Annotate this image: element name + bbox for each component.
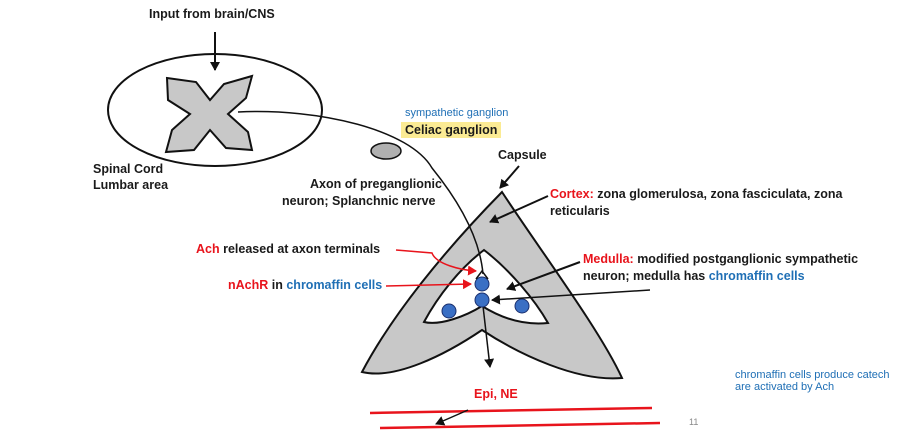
medulla-title: Medulla: xyxy=(583,252,634,266)
celiac-ganglion-node xyxy=(370,142,402,160)
axon-terminal xyxy=(475,269,489,280)
axon-label-line2: neuron; Splanchnic nerve xyxy=(282,194,436,208)
blood-vessel-line-top xyxy=(369,406,653,415)
sympathetic-ganglion-label: sympathetic ganglion xyxy=(405,107,509,119)
cortex-title: Cortex: xyxy=(550,187,594,201)
celiac-ganglion-label: Celiac ganglion xyxy=(401,122,502,139)
nachr-label: nAchR in chromaffin cells xyxy=(228,277,382,294)
medulla-description-2: neuron; medulla has xyxy=(583,269,706,283)
page-number: 11 xyxy=(689,417,699,427)
medulla-label-line2: neuron; medulla has chromaffin cells xyxy=(583,268,805,285)
capsule-arrow xyxy=(499,165,520,189)
ach-arrow xyxy=(395,249,477,276)
medulla-description: modified postganglionic sympathetic xyxy=(637,252,859,266)
nachr-arrow xyxy=(385,279,472,290)
chromaffin-cell xyxy=(514,298,530,314)
lumbar-area-label: Lumbar area xyxy=(93,178,169,192)
nachr-chromaffin: chromaffin cells xyxy=(286,278,383,292)
cortex-label: Cortex: zona glomerulosa, zona fascicula… xyxy=(550,186,842,203)
medulla-chromaffin-arrow xyxy=(491,289,651,305)
note-line1: chromaffin cells produce catech xyxy=(735,369,890,381)
nachr-in: in xyxy=(271,278,283,292)
epi-ne-label: Epi, NE xyxy=(474,387,518,401)
spinal-cord-label: Spinal Cord xyxy=(93,162,164,176)
spinal-cord-gray-matter xyxy=(164,74,254,154)
preganglionic-axon xyxy=(237,110,484,275)
ach-term: Ach xyxy=(196,242,220,256)
medulla-label: Medulla: modified postganglionic sympath… xyxy=(583,251,858,268)
epi-release-arrow xyxy=(435,409,469,426)
nachr-term: nAchR xyxy=(228,278,269,292)
cortex-description: zona glomerulosa, zona fasciculata, zona xyxy=(597,187,843,201)
input-label: Input from brain/CNS xyxy=(149,7,275,21)
chromaffin-cell xyxy=(474,292,490,308)
chromaffin-cell xyxy=(474,276,490,292)
ach-description: released at axon terminals xyxy=(223,242,381,256)
medulla-chromaffin: chromaffin cells xyxy=(708,269,805,283)
chromaffin-cell xyxy=(441,303,457,319)
axon-label-line1: Axon of preganglionic xyxy=(310,177,442,191)
axon-to-epi xyxy=(482,305,495,368)
capsule-label: Capsule xyxy=(498,148,547,162)
medulla-arrow xyxy=(506,261,581,291)
blood-vessel-line-bottom xyxy=(379,421,661,430)
cortex-arrow xyxy=(489,195,549,224)
note-line2: are activated by Ach xyxy=(735,381,835,393)
ach-label: Ach released at axon terminals xyxy=(196,241,380,258)
cortex-label-line2: reticularis xyxy=(550,204,610,218)
